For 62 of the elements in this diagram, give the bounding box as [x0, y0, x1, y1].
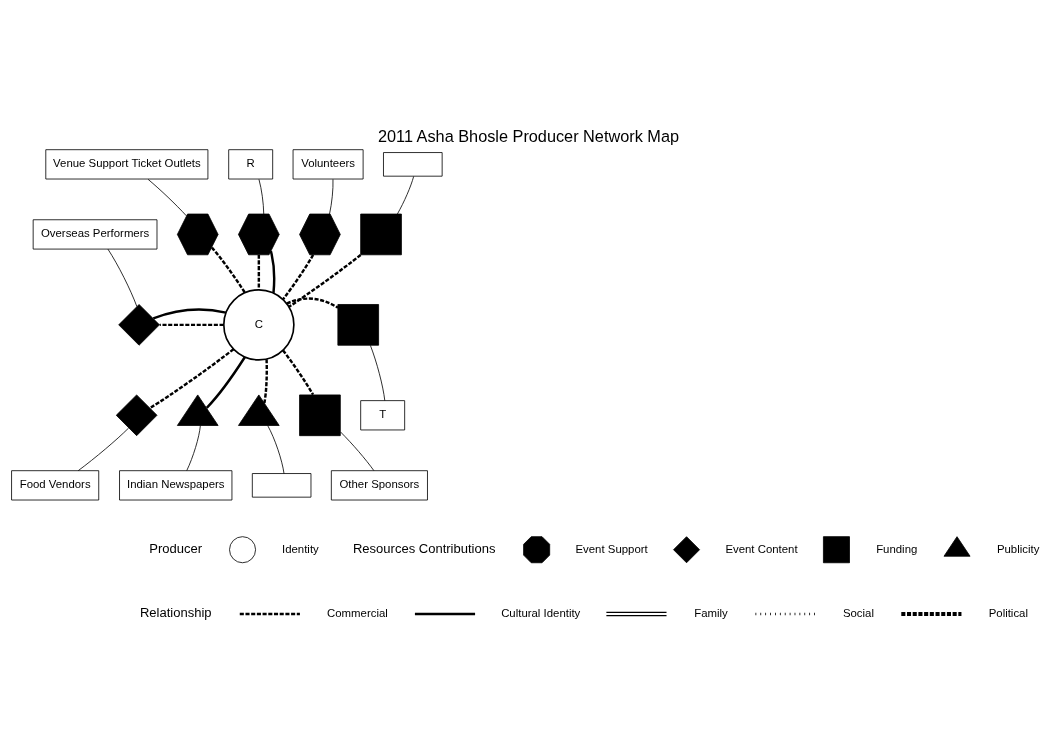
- connector: [186, 424, 201, 471]
- legend-label: Commercial: [327, 606, 388, 619]
- legend-label: Event Support: [575, 542, 648, 555]
- node-diamond: [118, 303, 160, 346]
- connector: [159, 323, 224, 326]
- node-circle: [229, 535, 256, 563]
- node-triangle: [176, 394, 219, 426]
- node-triangle: [238, 394, 280, 426]
- label: Resources Contributions: [352, 540, 496, 556]
- node-box: Overseas Performers: [32, 218, 158, 249]
- label: Producer: [149, 540, 203, 556]
- node-box: Other Sponsors: [330, 469, 428, 500]
- legend-label: Family: [694, 606, 728, 619]
- node-box: Venue Support Ticket Outlets: [45, 148, 209, 179]
- connector: [257, 254, 261, 290]
- connector: [269, 250, 276, 293]
- node-square: [823, 535, 850, 563]
- node-hexagon: [176, 213, 219, 255]
- connector: [340, 431, 375, 471]
- node-box: Indian Newspapers: [119, 469, 233, 500]
- node-box: Food Vendors: [11, 469, 100, 500]
- connector: [288, 253, 362, 308]
- node-square: [337, 303, 379, 346]
- connector: [258, 178, 265, 214]
- node-triangle: [943, 535, 971, 557]
- node-hexagon: [238, 213, 280, 255]
- node-hexagon: [299, 213, 341, 255]
- legend-label: Social: [842, 606, 874, 619]
- node-circle: C: [223, 288, 295, 361]
- connector: [107, 248, 138, 307]
- connector: [329, 178, 334, 214]
- legend-label: Publicity: [996, 542, 1040, 555]
- node-box: R: [228, 148, 274, 179]
- connector: [211, 246, 246, 293]
- connector: [282, 349, 315, 395]
- connector: [77, 427, 130, 471]
- node-octagon: [523, 535, 551, 563]
- connector: [369, 344, 386, 401]
- node-box: T: [360, 399, 406, 430]
- connector: [263, 358, 268, 403]
- connector: [397, 175, 415, 214]
- connector: [267, 424, 285, 474]
- node-box: [383, 151, 443, 177]
- legend-label: Political: [988, 606, 1028, 619]
- legend-label: Event Content: [725, 542, 798, 555]
- node-diamond: [673, 535, 700, 563]
- legend-label: Identity: [282, 542, 319, 555]
- label: Relationship: [139, 604, 212, 620]
- connector: [282, 253, 315, 300]
- legend-label: Funding: [876, 542, 918, 555]
- diagram-title: 2011 Asha Bhosle Producer Network Map: [377, 126, 680, 145]
- connector: [152, 307, 227, 320]
- legend-label: Cultural Identity: [501, 606, 581, 619]
- node-square: [299, 394, 341, 436]
- node-box: Volunteers: [292, 148, 364, 179]
- node-square: [360, 213, 402, 255]
- connector: [205, 356, 246, 409]
- node-box: [251, 472, 312, 498]
- connector: [149, 347, 235, 409]
- connector: [147, 178, 187, 216]
- connector: [286, 296, 339, 309]
- node-diamond: [115, 394, 158, 436]
